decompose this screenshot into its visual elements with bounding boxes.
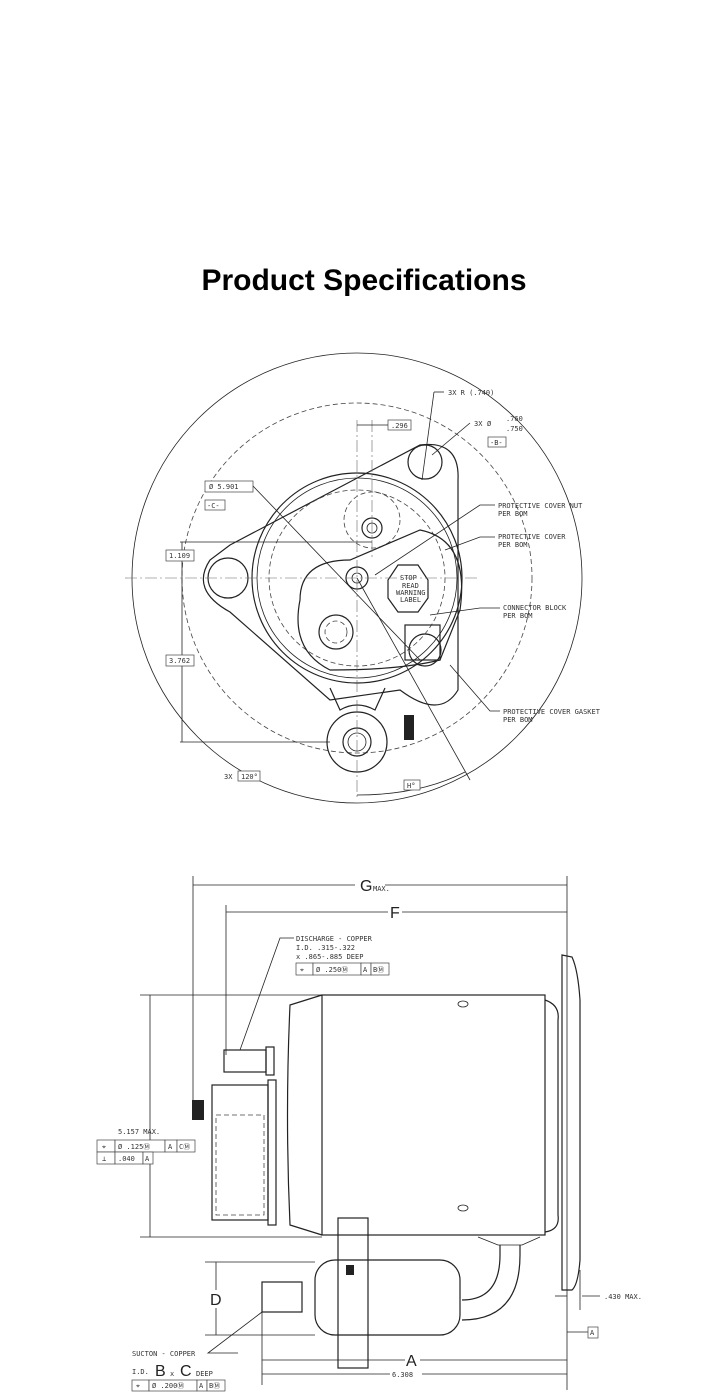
protective-cover [297, 529, 463, 671]
svg-text:READ: READ [402, 582, 419, 590]
hole-dia-upper: .760 [506, 415, 523, 423]
svg-text:A: A [199, 1382, 204, 1390]
svg-text:Ø .200Ⓜ: Ø .200Ⓜ [152, 1382, 184, 1390]
suction-fcf: ⌖ Ø .200Ⓜ A BⓂ [131, 1379, 226, 1392]
svg-text:B: B [155, 1363, 166, 1380]
svg-text:PER BOM: PER BOM [498, 510, 528, 518]
top-ear-hole [407, 444, 443, 480]
callout-connector-block: CONNECTOR BLOCK [503, 604, 567, 612]
outer-dashed-circle [181, 402, 533, 754]
top-view-drawing: STOP READ WARNING LABEL 1.109 3.762 .296… [125, 352, 601, 804]
svg-text:.040: .040 [118, 1155, 135, 1163]
terminal-box [211, 1084, 269, 1221]
discharge-fcf: ⌖ Ø .250Ⓜ A BⓂ [295, 962, 390, 976]
svg-text:PER BOM: PER BOM [503, 612, 533, 620]
terminal-fcf: ⌖ Ø .125Ⓜ A CⓂ ⊥ .040 A [96, 1139, 196, 1165]
discharge-note: DISCHARGE - COPPER [296, 935, 373, 943]
svg-text:CⓂ: CⓂ [179, 1143, 190, 1151]
datum-c: -C- [207, 502, 220, 510]
dim-height: 5.157 MAX. [118, 1128, 160, 1136]
callout-cover-gasket: PROTECTIVE COVER GASKET [503, 708, 601, 716]
connector-block [404, 624, 441, 661]
svg-text:x: x [170, 1370, 174, 1378]
shell-body [321, 994, 546, 1236]
svg-text:⌖: ⌖ [300, 966, 304, 974]
dim-a: A [406, 1353, 417, 1370]
dim-f: F [390, 905, 400, 922]
svg-text:A: A [168, 1143, 173, 1151]
svg-text:I.D. .315-.322: I.D. .315-.322 [296, 944, 355, 952]
stop-label-cap [387, 564, 429, 613]
side-view-drawing: G MAX. F 5.157 MAX. ⌖ Ø .125Ⓜ A CⓂ [96, 876, 642, 1392]
mounting-flange [202, 443, 459, 706]
suction-note: SUCTON - COPPER [132, 1350, 196, 1358]
end-plate [561, 954, 581, 1291]
datum-b: -B- [490, 439, 503, 447]
svg-text:3X: 3X [224, 773, 233, 781]
terminal-block [318, 614, 354, 650]
ground-stud-side [192, 1100, 204, 1120]
hole-dia-lower: .750 [506, 425, 523, 433]
dim-3762: 3.762 [169, 657, 190, 665]
svg-text:⌖: ⌖ [102, 1143, 106, 1151]
dim-1109: 1.109 [169, 552, 190, 560]
svg-text:Ø .125Ⓜ: Ø .125Ⓜ [118, 1143, 150, 1151]
svg-text:Ø: Ø [487, 420, 492, 428]
page-title: Product Specifications [201, 264, 527, 297]
svg-text:LABEL: LABEL [400, 596, 421, 604]
svg-text:3X: 3X [474, 420, 483, 428]
mounting-clamp [337, 1217, 369, 1369]
svg-text:MAX.: MAX. [373, 885, 390, 893]
dim-diameter: Ø 5.901 [209, 483, 239, 491]
datum-a: A [590, 1329, 595, 1337]
svg-text:WARNING: WARNING [396, 589, 426, 597]
svg-text:x .865-.885 DEEP: x .865-.885 DEEP [296, 953, 363, 961]
angle-h: H° [407, 782, 415, 790]
radius-note: 3X R (.740) [448, 389, 494, 397]
svg-text:Ø .250Ⓜ: Ø .250Ⓜ [316, 966, 348, 974]
svg-text:⌖: ⌖ [136, 1382, 140, 1390]
angle-120: 120° [241, 773, 258, 781]
dim-g: G [360, 878, 372, 895]
callout-cover-nut: PROTECTIVE COVER NUT [498, 502, 583, 510]
discharge-tube [223, 1049, 267, 1073]
svg-text:C: C [180, 1363, 192, 1380]
svg-text:BⓂ: BⓂ [373, 966, 384, 974]
svg-text:⊥: ⊥ [102, 1155, 106, 1163]
dim-d: D [210, 1292, 222, 1309]
dim-flange: .430 MAX. [604, 1293, 642, 1301]
accumulator [314, 1259, 461, 1336]
svg-text:DEEP: DEEP [196, 1370, 213, 1378]
svg-text:I.D.: I.D. [132, 1368, 149, 1376]
dim-296: .296 [391, 422, 408, 430]
svg-text:PER BOM: PER BOM [498, 541, 528, 549]
svg-text:BⓂ: BⓂ [209, 1382, 220, 1390]
dim-length: 6.308 [392, 1371, 413, 1379]
suction-tube [261, 1281, 303, 1313]
svg-text:A: A [363, 966, 368, 974]
ground-stud [404, 715, 414, 740]
svg-text:A: A [145, 1155, 150, 1163]
callout-cover: PROTECTIVE COVER [498, 533, 566, 541]
svg-text:PER BOM: PER BOM [503, 716, 533, 724]
shell-left-cap [286, 994, 323, 1236]
